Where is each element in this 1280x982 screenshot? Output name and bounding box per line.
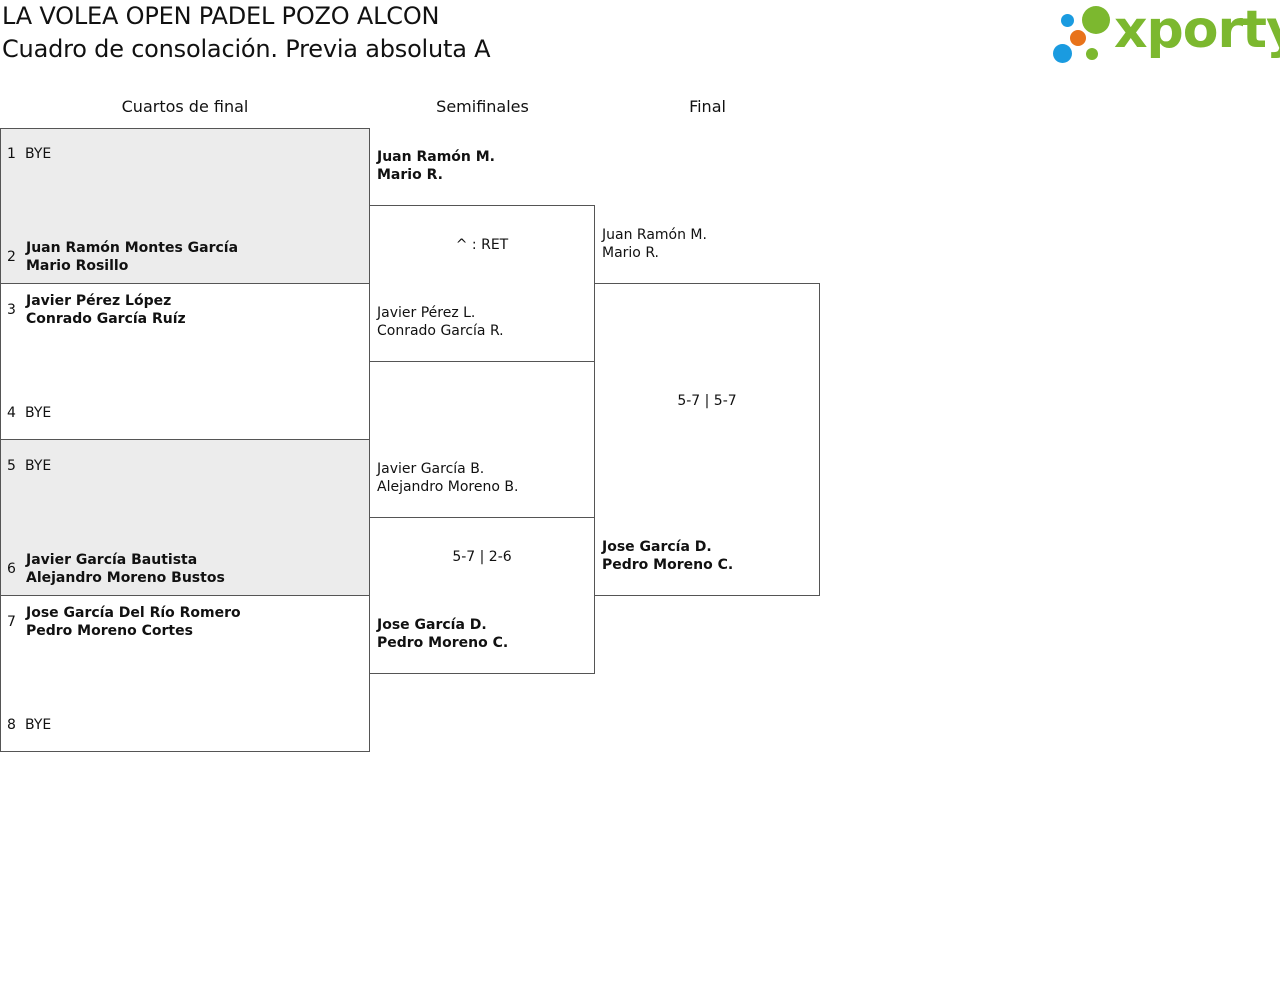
sf-team: Javier García B. Alejandro Moreno B.: [377, 460, 518, 496]
logo-dot-orange: [1070, 30, 1086, 46]
qf-team: Juan Ramón Montes García Mario Rosillo: [26, 239, 238, 275]
qf-team: Javier García Bautista Alejandro Moreno …: [26, 551, 225, 587]
qf-team: Jose García Del Río Romero Pedro Moreno …: [26, 604, 241, 640]
round-header-final: Final: [689, 97, 726, 116]
qf-entry: 2: [7, 248, 25, 266]
team-bye: BYE: [25, 146, 52, 162]
player-name: Jose García D.: [377, 617, 487, 633]
player-name: Pedro Moreno C.: [377, 635, 509, 651]
logo-dot-green-small: [1086, 48, 1098, 60]
seed-number: 1: [7, 146, 16, 162]
final-team: Juan Ramón M. Mario R.: [602, 226, 707, 262]
player-name: Juan Ramón M.: [377, 149, 495, 165]
player-name: Alejandro Moreno Bustos: [26, 570, 225, 586]
logo-wordmark: xporty: [1114, 0, 1280, 60]
qf-entry: 6: [7, 560, 25, 578]
player-name: Javier Pérez López: [26, 293, 172, 309]
final-team: Jose García D. Pedro Moreno C.: [602, 538, 733, 574]
seed-number: 4: [7, 405, 16, 421]
player-name: Javier García Bautista: [26, 552, 198, 568]
qf-match-1: [0, 128, 370, 284]
player-name: Jose García Del Río Romero: [26, 605, 241, 621]
seed-number: 3: [7, 302, 16, 318]
sf-score: ^ : RET: [455, 237, 509, 253]
player-name: Pedro Moreno Cortes: [26, 623, 193, 639]
team-bye: BYE: [25, 405, 52, 421]
sf-team: Jose García D. Pedro Moreno C.: [377, 616, 508, 652]
qf-entry: 8 BYE: [7, 716, 51, 734]
seed-number: 6: [7, 561, 16, 577]
player-name: Mario R.: [602, 245, 659, 261]
seed-number: 7: [7, 614, 16, 630]
player-name: Mario Rosillo: [26, 258, 129, 274]
qf-team: Javier Pérez López Conrado García Ruíz: [26, 292, 186, 328]
player-name: Conrado García Ruíz: [26, 311, 186, 327]
player-name: Mario R.: [377, 167, 443, 183]
player-name: Jose García D.: [602, 539, 712, 555]
player-name: Alejandro Moreno B.: [377, 479, 519, 495]
qf-entry: 5 BYE: [7, 457, 51, 475]
seed-number: 5: [7, 458, 16, 474]
logo-dot-blue-small: [1061, 14, 1074, 27]
qf-entry: 3: [7, 301, 25, 319]
qf-match-3: [0, 439, 370, 596]
player-name: Conrado García R.: [377, 323, 504, 339]
final-match: [594, 283, 820, 596]
qf-entry: 1 BYE: [7, 145, 51, 163]
player-name: Javier Pérez L.: [377, 305, 476, 321]
logo-dot-green-large: [1082, 6, 1110, 34]
team-bye: BYE: [25, 458, 52, 474]
team-bye: BYE: [25, 717, 52, 733]
player-name: Juan Ramón M.: [602, 227, 707, 243]
seed-number: 8: [7, 717, 16, 733]
sf-team: Javier Pérez L. Conrado García R.: [377, 304, 504, 340]
tournament-title: LA VOLEA OPEN PADEL POZO ALCON: [2, 2, 440, 30]
round-header-quarterfinals: Cuartos de final: [121, 97, 249, 116]
sf-score: 5-7 | 2-6: [452, 549, 512, 565]
player-name: Javier García B.: [377, 461, 485, 477]
qf-entry: 7: [7, 613, 25, 631]
player-name: Juan Ramón Montes García: [26, 240, 239, 256]
logo-dot-blue-large: [1053, 44, 1072, 63]
round-header-semifinals: Semifinales: [436, 97, 529, 116]
qf-entry: 4 BYE: [7, 404, 51, 422]
draw-subtitle: Cuadro de consolación. Previa absoluta A: [2, 35, 491, 63]
player-name: Pedro Moreno C.: [602, 557, 734, 573]
sf-team: Juan Ramón M. Mario R.: [377, 148, 495, 184]
xporty-logo: xporty: [1050, 0, 1280, 68]
final-score: 5-7 | 5-7: [677, 393, 737, 409]
seed-number: 2: [7, 249, 16, 265]
